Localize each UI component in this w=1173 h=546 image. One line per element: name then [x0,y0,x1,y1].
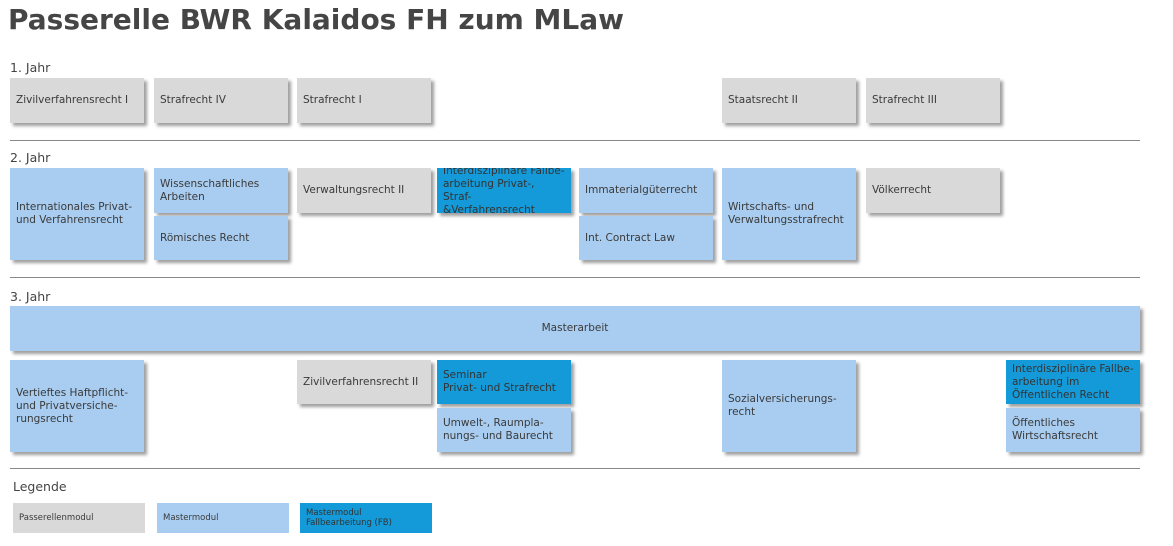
module-seminar-privat-und-strafrecht: Seminar Privat- und Strafrecht [437,360,571,404]
module-immaterialgueterrecht: Immaterialgüterrecht [579,168,713,213]
legend-title: Legende [13,479,67,494]
divider-legend [10,468,1140,469]
module-wirtschafts-und-verwaltungsstrafrecht: Wirtschafts- und Verwaltungsstrafrecht [722,168,856,260]
legend-passerellenmodul: Passerellenmodul [13,503,145,533]
divider-year-1 [10,140,1140,141]
page-title: Passerelle BWR Kalaidos FH zum MLaw [8,3,625,36]
module-staatsrecht-ii: Staatsrecht II [722,78,856,123]
module-oeffentliches-wirtschaftsrecht: Öffentliches Wirtschaftsrecht [1006,408,1140,452]
year-2-label: 2. Jahr [10,150,51,165]
module-voelkerrecht: Völkerrecht [866,168,1000,213]
module-int-contract-law: Int. Contract Law [579,216,713,260]
module-zivilverfahrensrecht-i: Zivilverfahrensrecht I [10,78,144,123]
year-3-label: 3. Jahr [10,289,51,304]
module-internationales-privat-und-verfahrensrecht: Internationales Privat- und Verfahrensre… [10,168,144,260]
module-sozialversicherungsrecht: Sozialversicherungs- recht [722,360,856,452]
divider-year-2 [10,277,1140,278]
module-strafrecht-iv: Strafrecht IV [154,78,288,123]
module-masterarbeit: Masterarbeit [10,306,1140,351]
module-zivilverfahrensrecht-ii: Zivilverfahrensrecht II [297,360,431,404]
module-roemisches-recht: Römisches Recht [154,216,288,260]
module-umwelt-raumplanungs-und-baurecht: Umwelt-, Raumpla- nungs- und Baurecht [437,408,571,452]
module-vertieftes-haftpflicht-und-privatversicherungsrecht: Vertieftes Haftpflicht- und Privatversic… [10,360,144,452]
module-strafrecht-iii: Strafrecht III [866,78,1000,123]
module-ifb-oeffentliches-recht: Interdisziplinäre Fallbe- arbeitung im Ö… [1006,360,1140,404]
module-ifb-privat-straf-verfahrensrecht: Interdisziplinäre Fallbe- arbeitung Priv… [437,168,571,213]
module-wissenschaftliches-arbeiten: Wissenschaftliches Arbeiten [154,168,288,213]
module-verwaltungsrecht-ii: Verwaltungsrecht II [297,168,431,213]
year-1-label: 1. Jahr [10,60,51,75]
module-strafrecht-i: Strafrecht I [297,78,431,123]
legend-mastermodul: Mastermodul [157,503,289,533]
legend-mastermodul-fb: Mastermodul Fallbearbeitung (FB) [300,503,432,533]
